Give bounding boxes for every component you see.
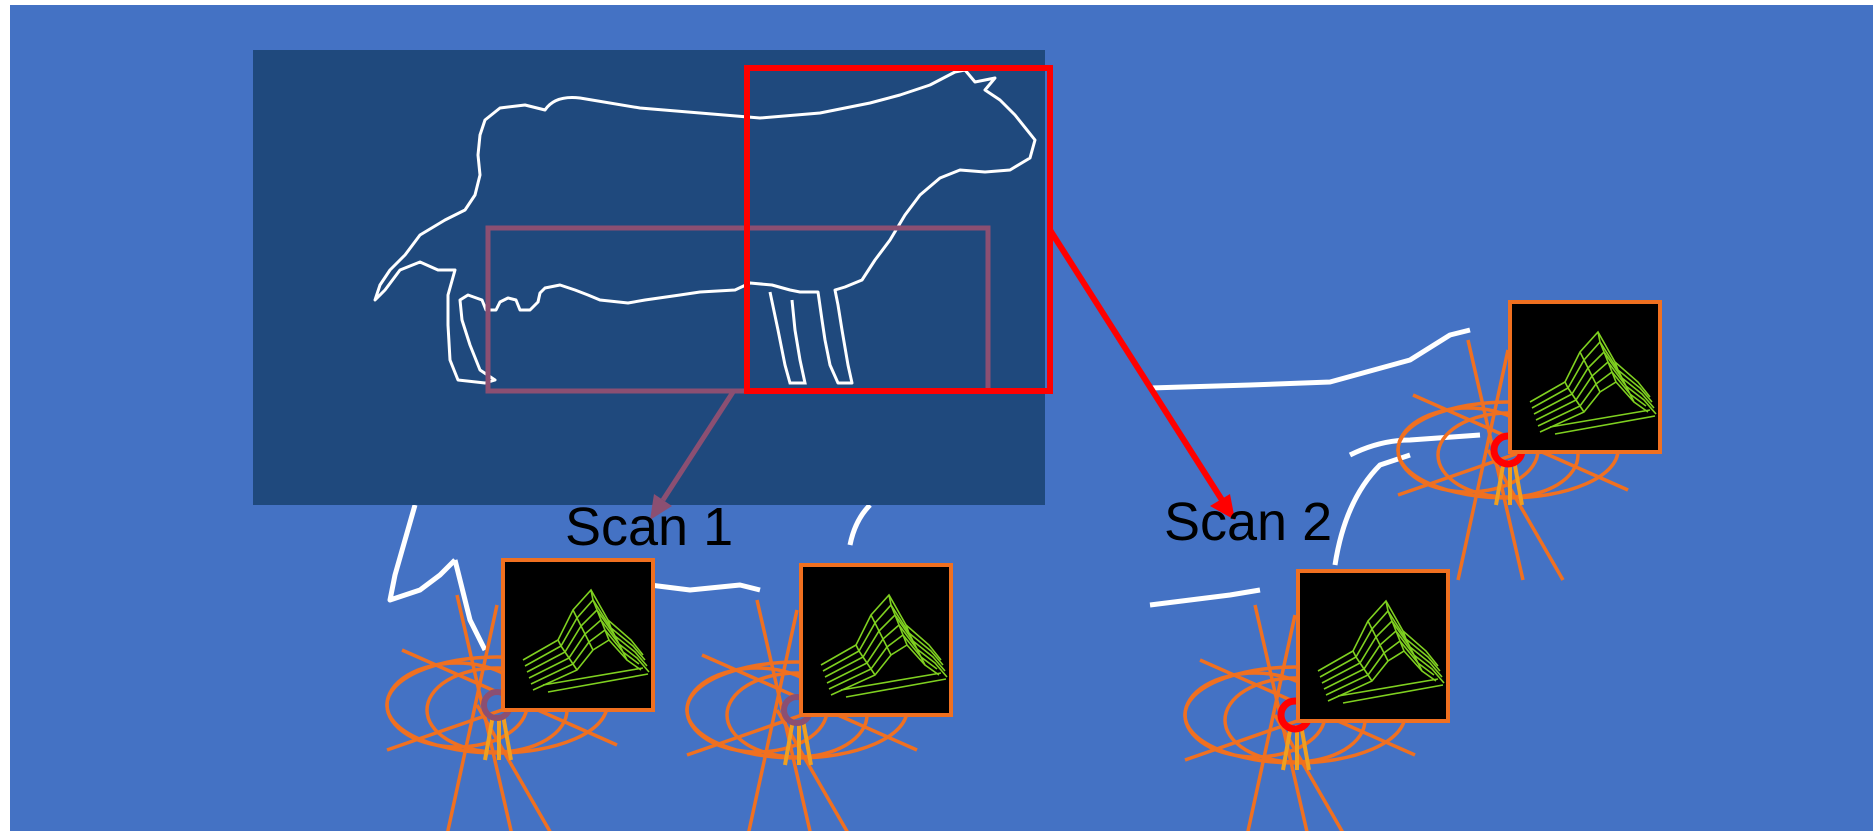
scan-1-arrow [650, 390, 736, 520]
scan-1-label: Scan 1 [565, 497, 733, 557]
scan-panel [253, 50, 1045, 505]
3d-surface-plot-icon [799, 563, 953, 717]
scan-2-label: Scan 2 [1164, 492, 1332, 552]
scan-1-box [485, 225, 991, 394]
3d-surface-plot-icon [1296, 569, 1450, 723]
scan-2-box [744, 65, 1053, 394]
3d-surface-plot-icon [1508, 300, 1662, 454]
cow-leg-front [768, 291, 807, 385]
3d-surface-plot-icon [501, 558, 655, 712]
scan-2-arrow [1047, 228, 1235, 520]
cow-outline [373, 68, 1037, 385]
